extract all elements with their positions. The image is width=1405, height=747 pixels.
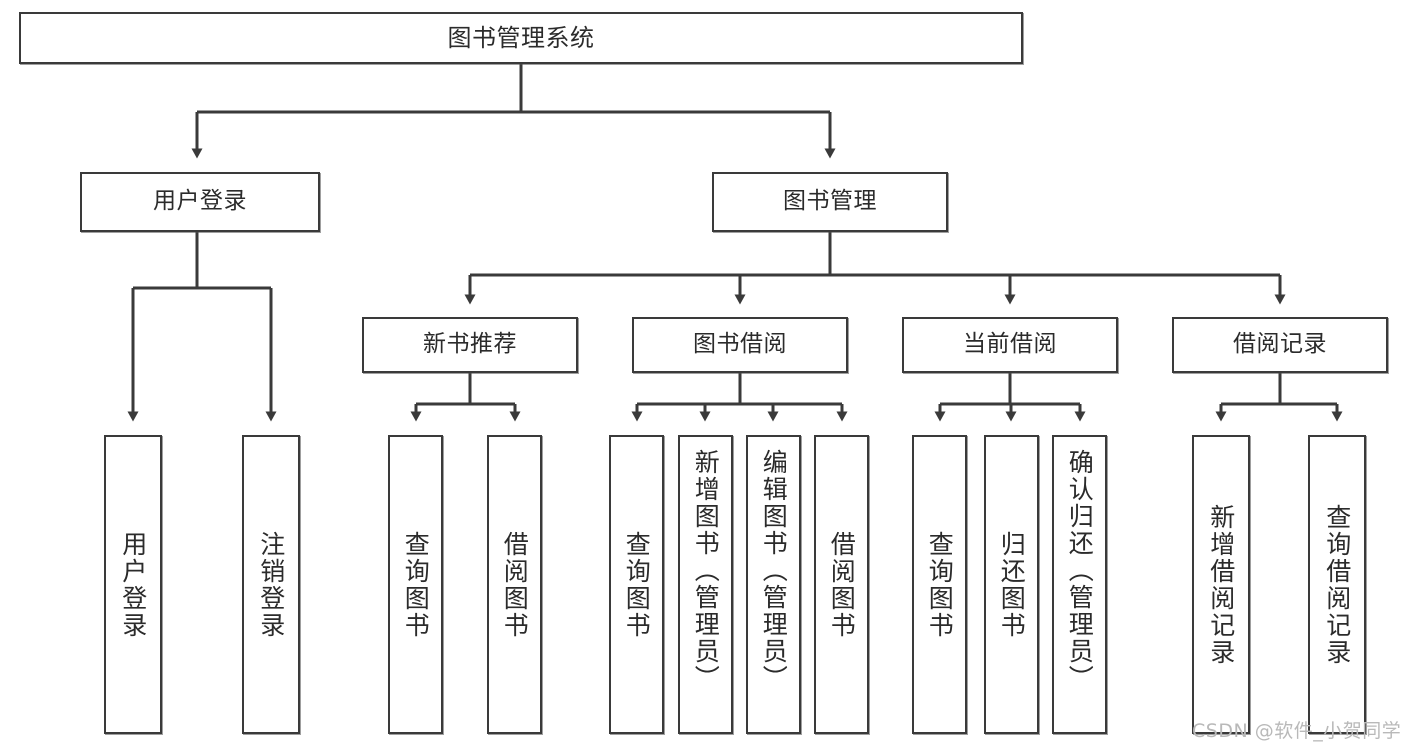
leaf-node-leaf-edit-book-admin[interactable]: 编辑图书（管理员） bbox=[746, 435, 801, 734]
node-label: 借阅图书 bbox=[827, 530, 857, 639]
node-label: 图书管理系统 bbox=[447, 23, 595, 52]
node-book-borrow[interactable]: 图书借阅 bbox=[632, 317, 848, 373]
node-new-book-recommend[interactable]: 新书推荐 bbox=[362, 317, 578, 373]
leaf-node-leaf-query-book-nb[interactable]: 查询图书 bbox=[388, 435, 443, 734]
leaf-node-leaf-confirm-return-admin[interactable]: 确认归还（管理员） bbox=[1052, 435, 1107, 734]
node-borrow-record[interactable]: 借阅记录 bbox=[1172, 317, 1388, 373]
node-label: 注销登录 bbox=[256, 530, 286, 639]
node-label: 用户登录 bbox=[118, 530, 148, 639]
node-label: 查询借阅记录 bbox=[1322, 503, 1352, 666]
node-current-borrow[interactable]: 当前借阅 bbox=[902, 317, 1118, 373]
leaf-node-leaf-borrow-book-bb[interactable]: 借阅图书 bbox=[814, 435, 869, 734]
node-user-login[interactable]: 用户登录 bbox=[80, 172, 320, 232]
leaf-node-leaf-user-login[interactable]: 用户登录 bbox=[104, 435, 162, 734]
leaf-node-leaf-return-book[interactable]: 归还图书 bbox=[984, 435, 1039, 734]
node-label: 用户登录 bbox=[153, 188, 247, 215]
node-label: 确认归还（管理员） bbox=[1065, 449, 1095, 692]
leaf-node-leaf-user-logout[interactable]: 注销登录 bbox=[242, 435, 300, 734]
csdn-watermark: CSDN @软件_小贺同学 bbox=[1192, 720, 1402, 742]
node-label: 图书管理 bbox=[783, 188, 877, 215]
node-label: 图书借阅 bbox=[693, 331, 787, 358]
leaf-node-leaf-query-book-bb[interactable]: 查询图书 bbox=[609, 435, 664, 734]
leaf-node-leaf-add-borrow-record[interactable]: 新增借阅记录 bbox=[1192, 435, 1250, 734]
node-label: 新书推荐 bbox=[423, 331, 517, 358]
node-root[interactable]: 图书管理系统 bbox=[19, 12, 1023, 64]
node-label: 新增图书（管理员） bbox=[691, 449, 721, 692]
node-label: 查询图书 bbox=[622, 530, 652, 639]
node-label: 借阅记录 bbox=[1233, 331, 1327, 358]
node-label: 查询图书 bbox=[925, 530, 955, 639]
leaf-node-leaf-query-borrow-record[interactable]: 查询借阅记录 bbox=[1308, 435, 1366, 734]
node-label: 当前借阅 bbox=[963, 331, 1057, 358]
node-book-management[interactable]: 图书管理 bbox=[712, 172, 948, 232]
leaf-node-leaf-query-book-cb[interactable]: 查询图书 bbox=[912, 435, 967, 734]
leaf-node-leaf-borrow-book-nb[interactable]: 借阅图书 bbox=[487, 435, 542, 734]
node-label: 借阅图书 bbox=[500, 530, 530, 639]
node-label: 编辑图书（管理员） bbox=[759, 449, 789, 692]
node-label: 查询图书 bbox=[401, 530, 431, 639]
node-label: 新增借阅记录 bbox=[1206, 503, 1236, 666]
node-label: 归还图书 bbox=[997, 530, 1027, 639]
leaf-node-leaf-add-book-admin[interactable]: 新增图书（管理员） bbox=[678, 435, 733, 734]
